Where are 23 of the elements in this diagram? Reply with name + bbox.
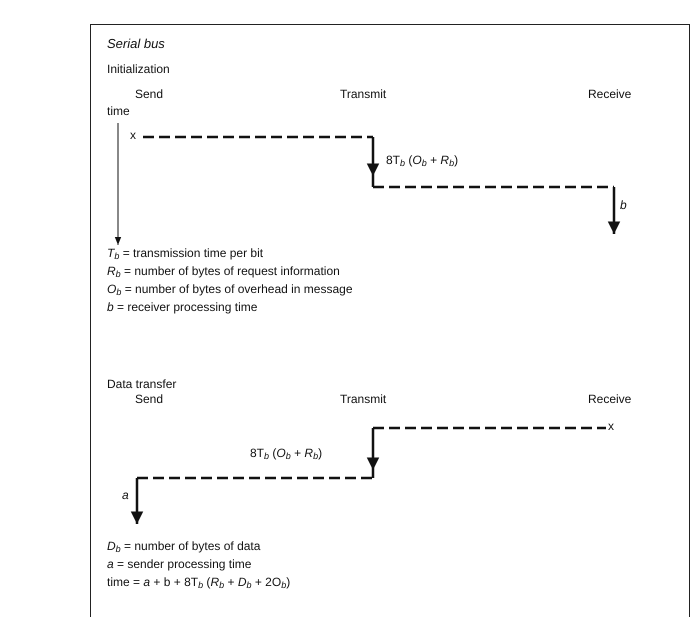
column-heading: Receive [588,87,632,102]
definition: a = sender processing time [107,557,252,572]
column-heading: Transmit [340,392,386,407]
duration-label: 8T$_{b}$ (O$_{b}$ + R$_{b}$) [250,446,322,461]
definition: R$_{b}$ = number of bytes of request information [107,264,340,279]
duration-label: 8T$_{b}$ (O$_{b}$ + R$_{b}$) [386,153,458,168]
column-heading: Receive [588,392,632,407]
start-mark: x [130,128,136,143]
duration-label: b [620,198,627,213]
start-mark: x [608,419,614,434]
definition: D$_{b}$ = number of bytes of data [107,539,260,554]
column-heading: Send [135,87,164,102]
section-heading: Initialization [107,62,170,77]
diagram-title: Serial bus [107,35,165,53]
definition: b = receiver processing time [107,300,258,315]
column-heading: Transmit [340,87,386,102]
definition: O$_{b}$ = number of bytes of overhead in message [107,282,352,297]
definition: T$_{b}$ = transmission time per bit [107,246,264,261]
column-heading: Send [135,392,164,407]
section-heading: Data transfer [107,377,176,392]
axis-label: time [107,104,130,119]
duration-label: a [122,488,129,503]
definition: time = a + b + 8T$_{b}$ (R$_{b}$ + D$_{b}$ + 2O$_{b}$) [107,575,290,590]
